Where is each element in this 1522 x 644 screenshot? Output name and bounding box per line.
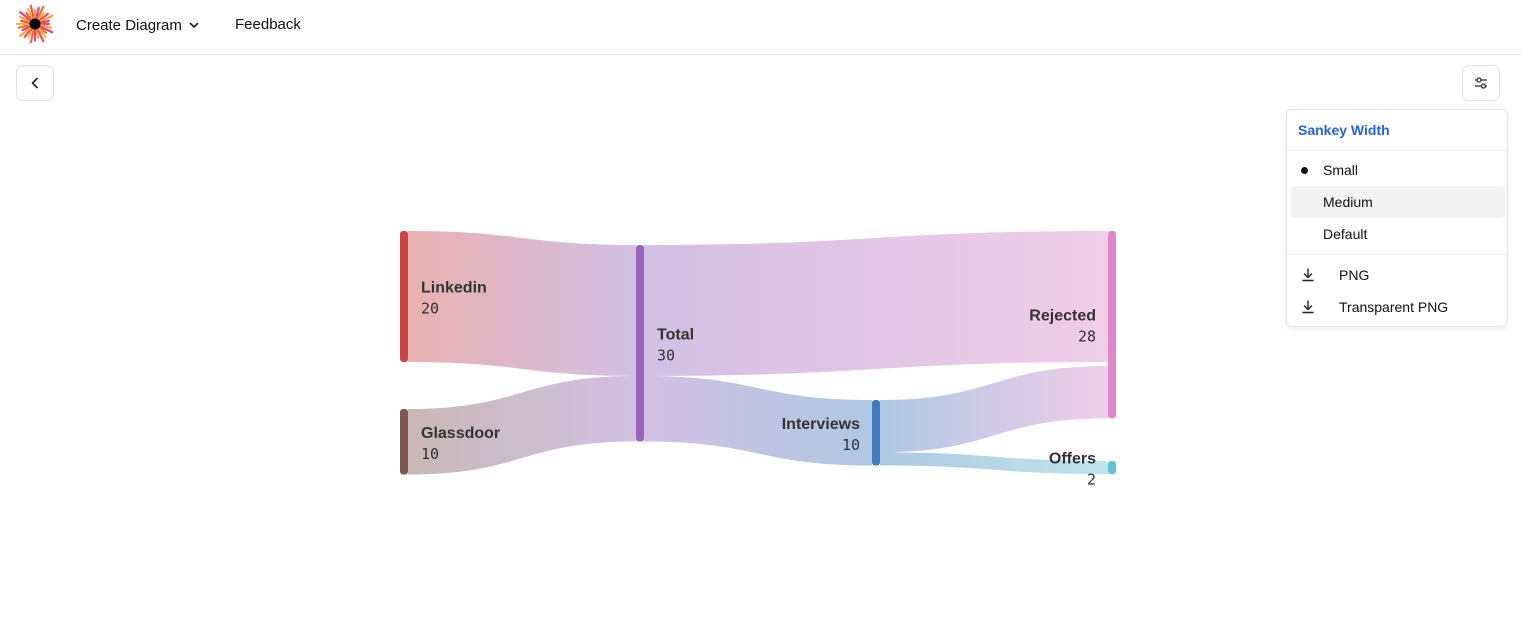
nodes-layer	[400, 231, 1116, 475]
menu-title: Sankey Width	[1298, 122, 1390, 138]
feedback-link[interactable]: Feedback	[235, 16, 301, 33]
sliders-icon	[1475, 77, 1487, 89]
node-glassdoor[interactable]	[400, 409, 408, 475]
width-option-label: Medium	[1323, 194, 1373, 210]
top-bar: Create Diagram Feedback	[0, 0, 1522, 55]
menu-divider	[1287, 150, 1507, 151]
node-label-offers: Offers	[1049, 451, 1096, 468]
back-button[interactable]	[16, 65, 54, 101]
node-interviews[interactable]	[872, 400, 880, 466]
link-linkedin-total	[408, 231, 636, 376]
link-glassdoor-total	[408, 376, 636, 475]
width-option-default[interactable]: Default	[1291, 218, 1505, 250]
node-value-rejected: 28	[1078, 328, 1096, 346]
link-total-interviews	[644, 376, 872, 466]
node-label-interviews: Interviews	[782, 416, 860, 433]
settings-button[interactable]	[1462, 65, 1500, 101]
download-label: Transparent PNG	[1339, 299, 1449, 315]
node-value-interviews: 10	[842, 436, 860, 454]
menu-divider	[1287, 254, 1507, 255]
selected-dot-icon	[1301, 167, 1308, 174]
node-value-glassdoor: 10	[421, 445, 439, 463]
download-icon	[1302, 268, 1314, 282]
create-diagram-label: Create Diagram	[76, 16, 182, 34]
download-icon	[1302, 300, 1314, 314]
node-linkedin[interactable]	[400, 231, 408, 362]
width-option-label: Default	[1323, 226, 1368, 242]
node-value-linkedin: 20	[421, 300, 439, 318]
link-interviews-rejected	[880, 366, 1108, 453]
create-diagram-menu[interactable]: Create Diagram	[76, 15, 200, 35]
node-label-glassdoor: Glassdoor	[421, 425, 500, 442]
link-interviews-offers	[880, 452, 1108, 475]
node-offers[interactable]	[1108, 461, 1116, 475]
download-transparent-png-button[interactable]: Transparent PNG	[1291, 291, 1505, 323]
node-label-total: Total	[657, 326, 694, 343]
node-total[interactable]	[636, 245, 644, 442]
chevron-down-icon	[189, 22, 199, 28]
width-option-small[interactable]: Small	[1291, 154, 1505, 186]
link-total-rejected	[644, 231, 1108, 376]
node-value-offers: 2	[1087, 471, 1096, 489]
chevron-left-icon	[31, 77, 38, 89]
node-value-total: 30	[657, 346, 675, 364]
node-label-linkedin: Linkedin	[421, 280, 487, 297]
node-label-rejected: Rejected	[1029, 308, 1096, 325]
app-logo[interactable]	[16, 5, 54, 43]
node-rejected[interactable]	[1108, 231, 1116, 419]
links-layer	[408, 231, 1108, 475]
width-option-medium[interactable]: Medium	[1291, 186, 1505, 218]
download-label: PNG	[1339, 267, 1370, 283]
settings-menu: Sankey Width Small Medium Default PNG Tr…	[1286, 109, 1508, 327]
width-option-label: Small	[1323, 162, 1359, 178]
download-png-button[interactable]: PNG	[1291, 259, 1505, 291]
